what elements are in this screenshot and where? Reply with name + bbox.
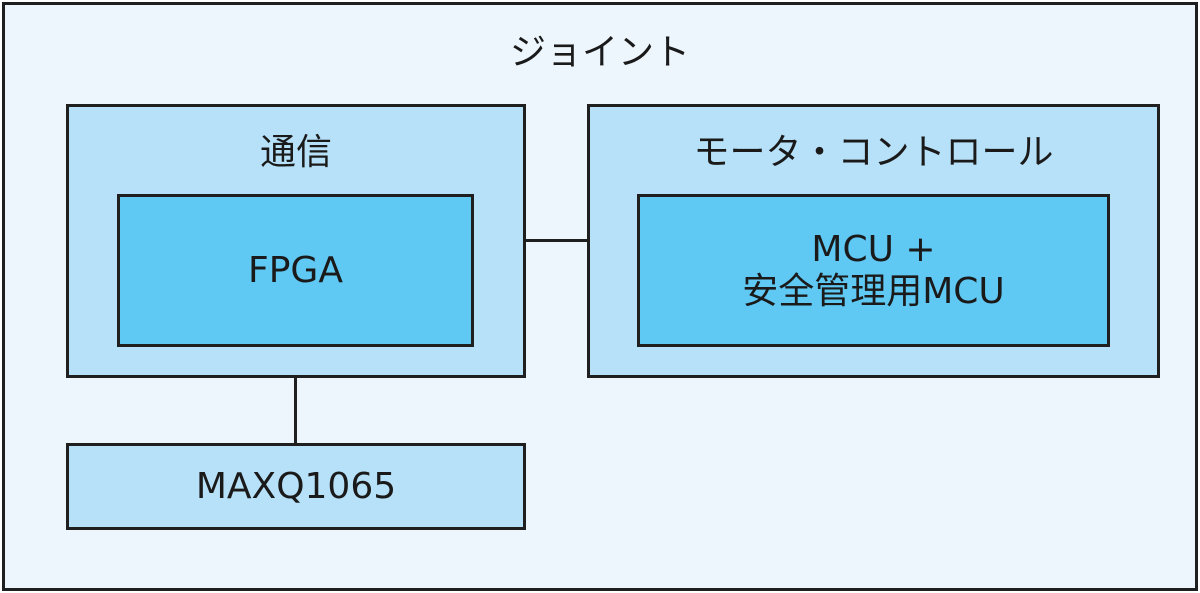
communication-title: 通信 <box>259 132 332 173</box>
maxq1065-label: MAXQ1065 <box>195 465 397 507</box>
mcu-block: MCU + 安全管理用MCU <box>637 194 1110 347</box>
mcu-label-line1: MCU + <box>811 229 936 271</box>
fpga-label: FPGA <box>248 249 343 291</box>
connector-comm-motor <box>523 239 590 242</box>
fpga-block: FPGA <box>117 194 474 347</box>
connector-comm-maxq <box>294 375 297 446</box>
maxq1065-block: MAXQ1065 <box>66 443 526 530</box>
mcu-label-line2: 安全管理用MCU <box>742 270 1005 312</box>
motor-control-title: モータ・コントロール <box>693 132 1054 173</box>
joint-title: ジョイント <box>509 32 690 73</box>
